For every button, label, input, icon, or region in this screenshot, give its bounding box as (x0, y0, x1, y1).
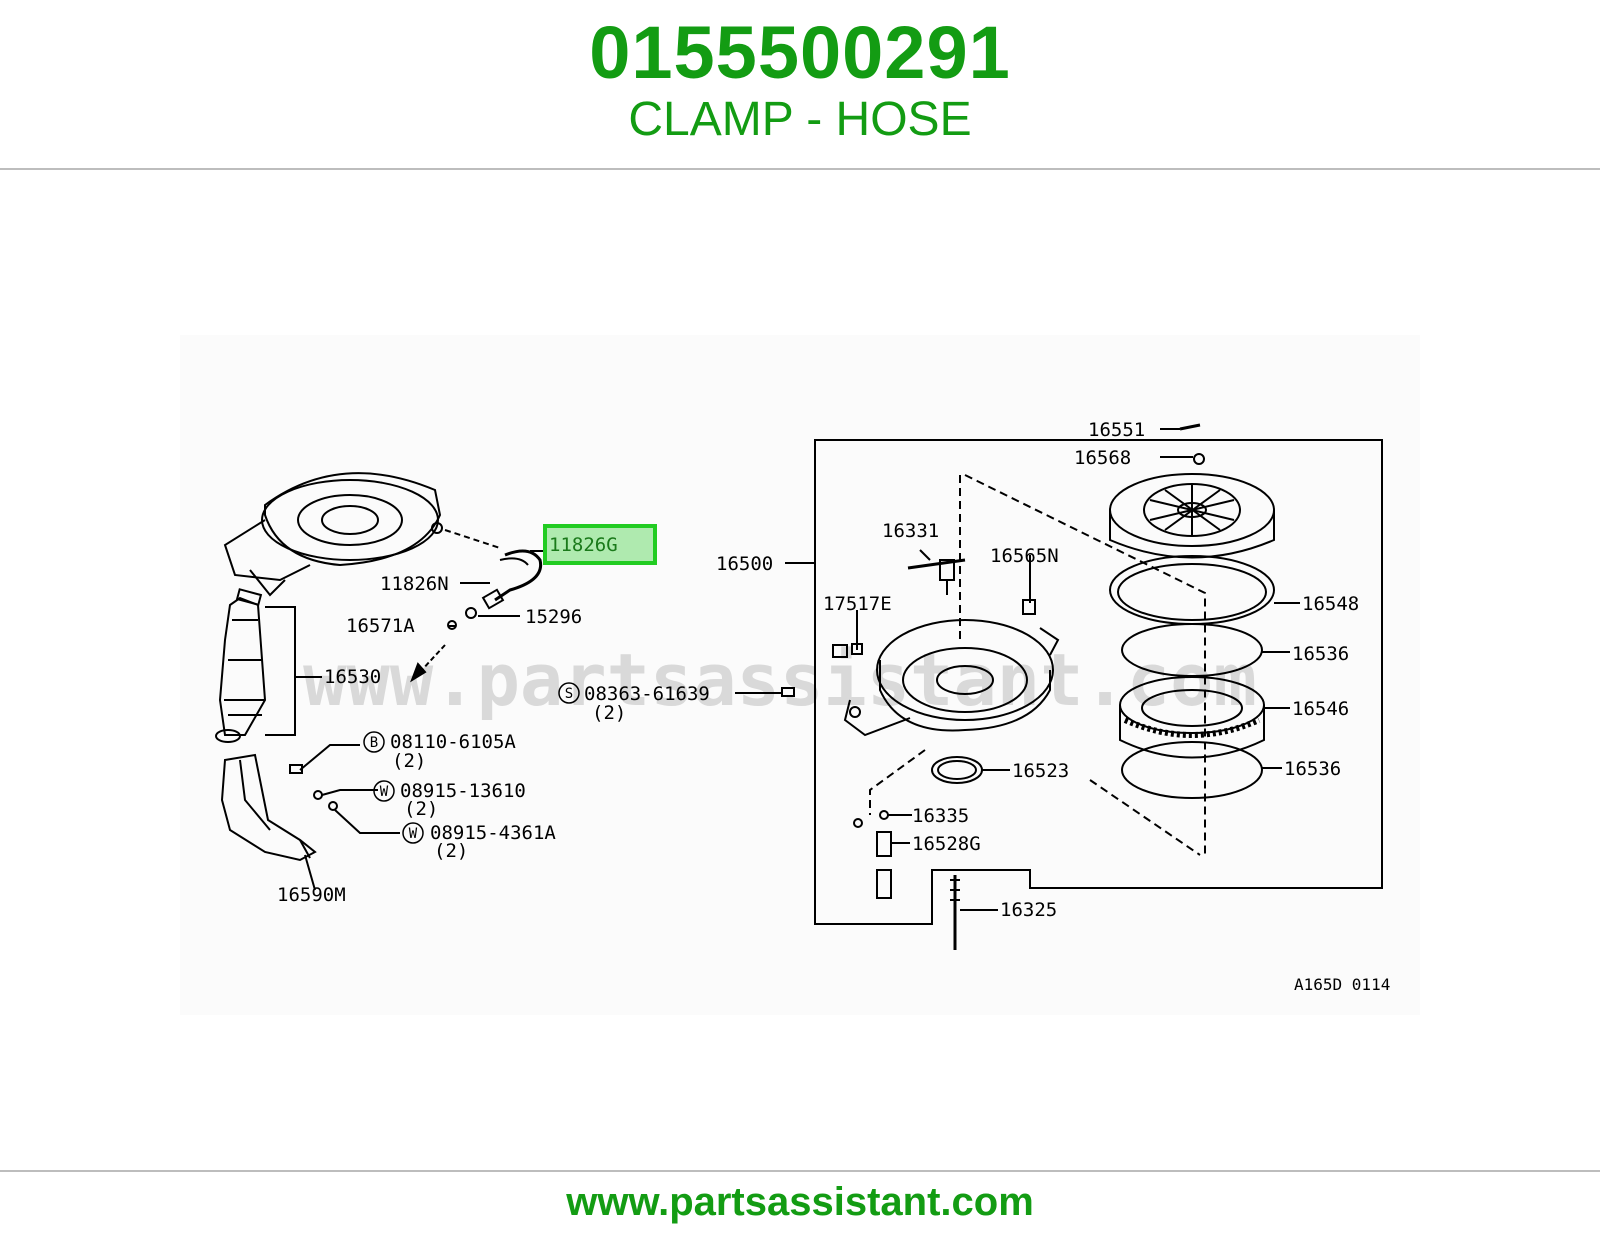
diagram-svg: www.partsassistant.com (180, 335, 1420, 1015)
label-16500[interactable]: 16500 (716, 553, 773, 575)
right-assembly (735, 423, 1383, 950)
air-duct-16530 (215, 588, 267, 743)
label-16331[interactable]: 16331 (882, 520, 939, 542)
label-16536-lower[interactable]: 16536 (1284, 758, 1341, 780)
label-08110-qty: (2) (392, 750, 426, 772)
gasket-16536-lower (1121, 741, 1263, 799)
watermark-text: www.partsassistant.com (303, 638, 1257, 722)
label-16546[interactable]: 16546 (1292, 698, 1349, 720)
air-duct-16590M (220, 753, 317, 891)
label-08915-4361A-qty: (2) (434, 840, 468, 862)
label-16568[interactable]: 16568 (1074, 447, 1131, 469)
label-16565N[interactable]: 16565N (990, 545, 1059, 567)
part-number: 0155500291 (589, 11, 1011, 94)
filter-element-16546 (1119, 676, 1265, 759)
label-16530[interactable]: 16530 (324, 666, 381, 688)
label-11826G[interactable]: 11826G (549, 534, 618, 556)
assembly-frame (814, 439, 1383, 925)
part-name: CLAMP - HOSE (628, 93, 972, 146)
label-17517E[interactable]: 17517E (823, 593, 892, 615)
page-header: 0155500291 CLAMP - HOSE (0, 0, 1600, 168)
symbol-b: B (370, 735, 378, 751)
label-16548[interactable]: 16548 (1302, 593, 1359, 615)
symbol-circles (363, 682, 580, 844)
air-cleaner-body (832, 599, 1060, 737)
label-16590M[interactable]: 16590M (277, 884, 346, 906)
label-08915-4361A[interactable]: 08915-4361A (430, 822, 556, 844)
label-16523[interactable]: 16523 (1012, 760, 1069, 782)
footer-divider (0, 1170, 1600, 1172)
parts-diagram: www.partsassistant.com (0, 170, 1600, 1170)
symbol-s: S (565, 686, 573, 702)
label-16325[interactable]: 16325 (1000, 899, 1057, 921)
label-08110-6105A[interactable]: 08110-6105A (390, 731, 516, 753)
air-cleaner-lid-right (1109, 473, 1275, 559)
label-08363-61639[interactable]: 08363-61639 (584, 683, 710, 705)
label-11826N[interactable]: 11826N (380, 573, 449, 595)
label-08915-13610[interactable]: 08915-13610 (400, 780, 526, 802)
label-16536-upper[interactable]: 16536 (1292, 643, 1349, 665)
symbol-w1: W (380, 784, 389, 800)
highlight-11826G[interactable] (543, 524, 657, 565)
label-16551[interactable]: 16551 (1088, 419, 1145, 441)
label-15296[interactable]: 15296 (525, 606, 582, 628)
symbol-w2: W (409, 826, 418, 842)
label-16528G[interactable]: 16528G (912, 833, 981, 855)
left-assembly (215, 472, 545, 891)
label-08363-qty: (2) (592, 702, 626, 724)
label-16335[interactable]: 16335 (912, 805, 969, 827)
footer-url-link[interactable]: www.partsassistant.com (566, 1180, 1034, 1224)
label-08915-13610-qty: (2) (404, 798, 438, 820)
header-divider (0, 168, 1600, 170)
label-16571A[interactable]: 16571A (346, 615, 415, 637)
air-cleaner-lid-left (223, 472, 443, 597)
drawing-code: A165D 0114 (1294, 975, 1390, 994)
